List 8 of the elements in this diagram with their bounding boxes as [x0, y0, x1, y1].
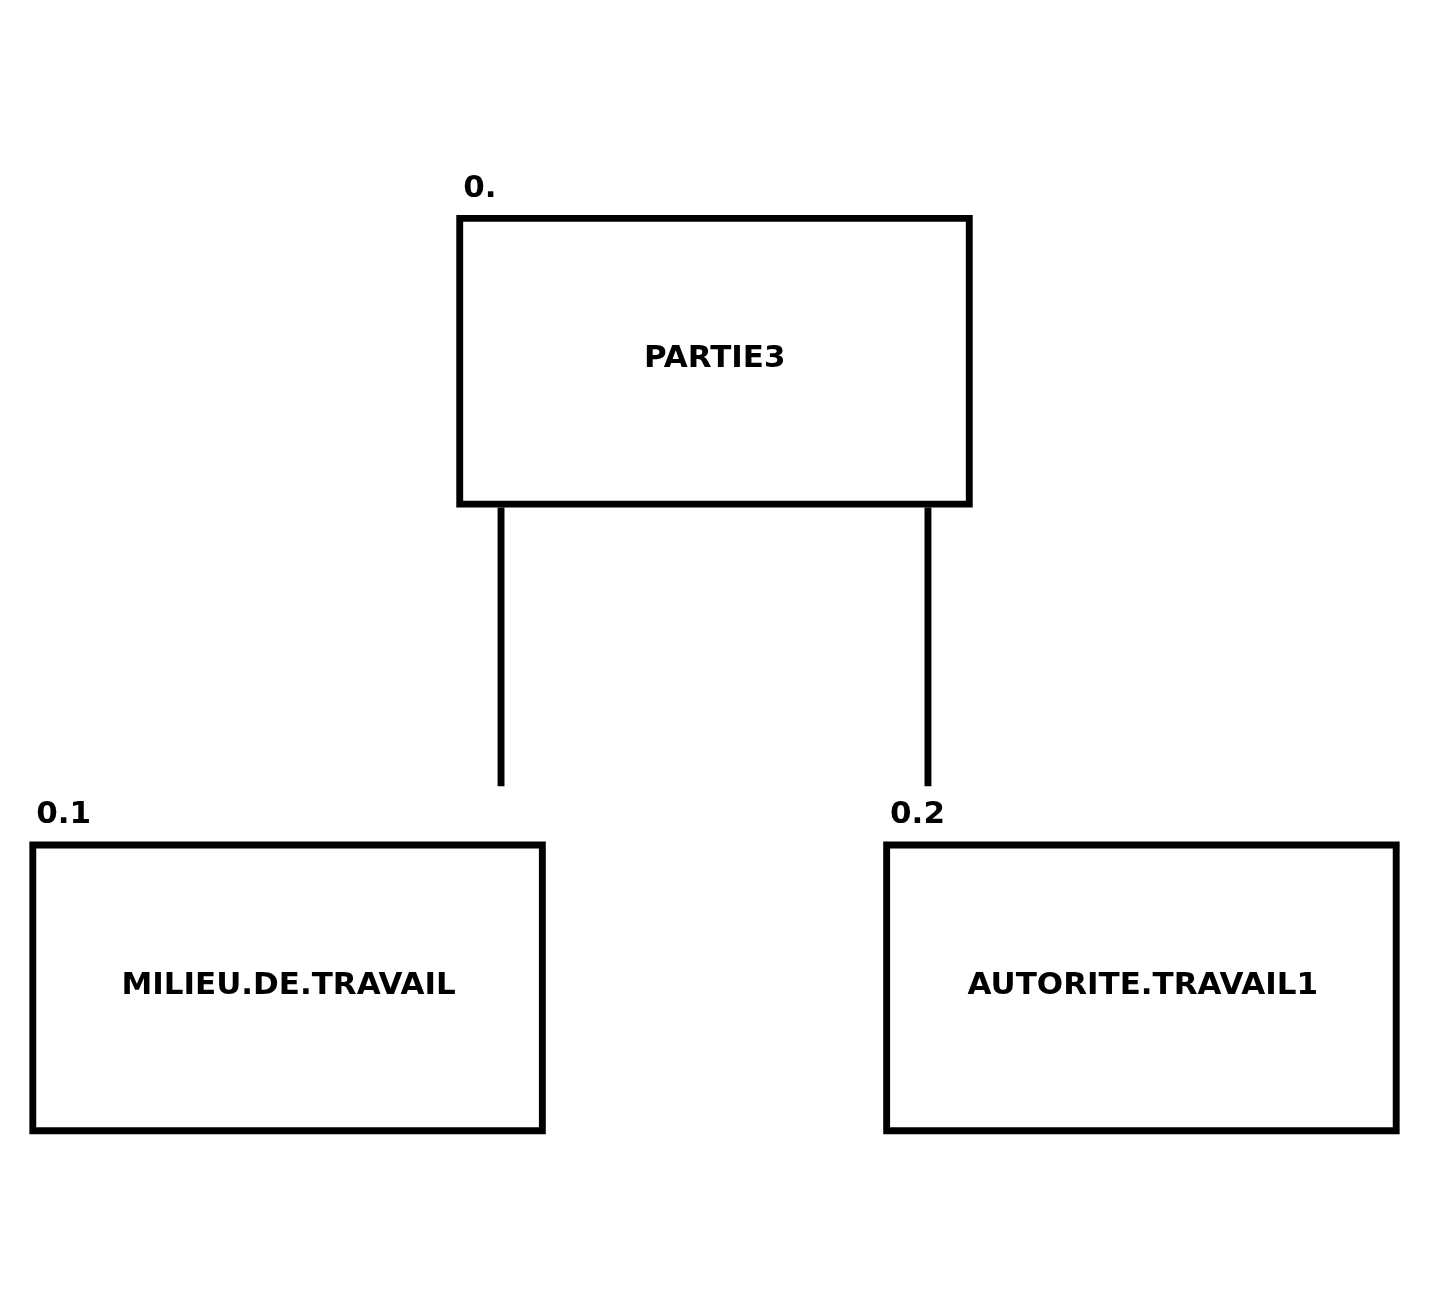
connector	[924, 507, 932, 787]
node-label: 0.1	[36, 794, 92, 831]
connector	[497, 507, 505, 787]
node-box: MILIEU.DE.TRAVAIL	[29, 841, 546, 1135]
node-box: PARTIE3	[456, 214, 973, 508]
node-label: 0.	[463, 167, 497, 204]
node-box: AUTORITE.TRAVAIL1	[883, 841, 1400, 1135]
node-label: 0.2	[890, 794, 945, 831]
